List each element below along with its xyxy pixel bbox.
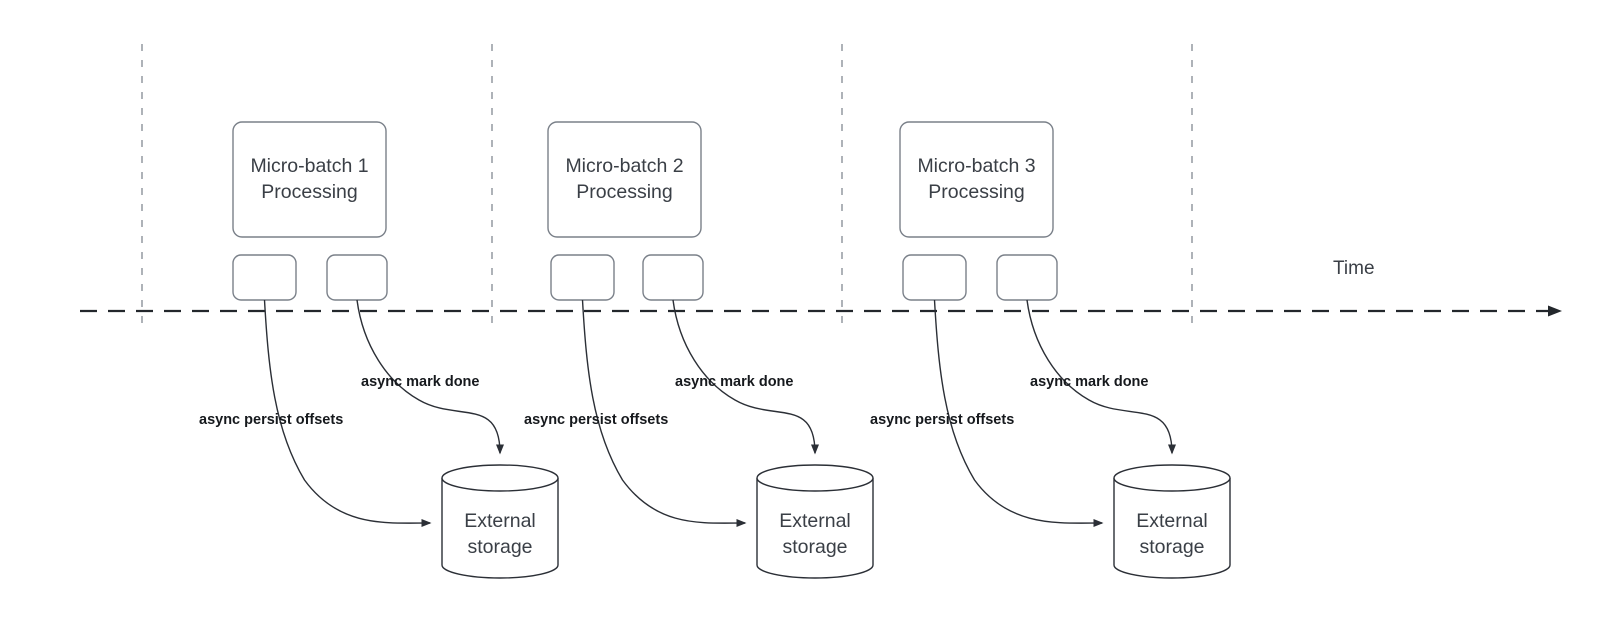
- storage-cylinder-top: [441, 464, 559, 492]
- edge-label-persist-offsets: async persist offsets: [870, 412, 1014, 428]
- task-box-right[interactable]: [326, 254, 388, 301]
- micro-batch-subtitle: Processing: [576, 181, 672, 203]
- micro-batch-title: Micro-batch 2: [565, 155, 683, 177]
- micro-batch-subtitle: Processing: [261, 181, 357, 203]
- micro-batch-process-box[interactable]: [899, 121, 1054, 238]
- async-mark-done-arrow: [672, 299, 819, 455]
- storage-label-line1: External: [1136, 510, 1208, 532]
- async-mark-done-arrow: [356, 299, 504, 455]
- task-box-left[interactable]: [902, 254, 967, 301]
- async-mark-done-arrow: [1026, 299, 1176, 455]
- storage-label-line2: storage: [782, 536, 847, 558]
- storage-cylinder-body[interactable]: [1113, 478, 1231, 579]
- micro-batch-process-box[interactable]: [547, 121, 702, 238]
- time-axis-label: Time: [1333, 258, 1375, 279]
- micro-batch-title: Micro-batch 1: [250, 155, 368, 177]
- async-persist-offsets-arrow: [263, 299, 432, 528]
- edge-label-mark-done: async mark done: [1030, 374, 1148, 390]
- edge-label-persist-offsets: async persist offsets: [524, 412, 668, 428]
- storage-label-line1: External: [779, 510, 851, 532]
- async-persist-offsets-arrow: [581, 299, 747, 528]
- storage-label-line2: storage: [1139, 536, 1204, 558]
- storage-cylinder-top: [756, 464, 874, 492]
- task-box-left[interactable]: [232, 254, 297, 301]
- task-box-right[interactable]: [996, 254, 1058, 301]
- micro-batch-subtitle: Processing: [928, 181, 1024, 203]
- storage-label-line1: External: [464, 510, 536, 532]
- storage-cylinder-body[interactable]: [441, 478, 559, 579]
- edge-label-mark-done: async mark done: [675, 374, 793, 390]
- micro-batch-title: Micro-batch 3: [917, 155, 1035, 177]
- task-box-left[interactable]: [550, 254, 615, 301]
- async-persist-offsets-arrow: [933, 299, 1104, 528]
- micro-batch-process-box[interactable]: [232, 121, 387, 238]
- storage-label-line2: storage: [467, 536, 532, 558]
- storage-cylinder-top: [1113, 464, 1231, 492]
- edge-label-mark-done: async mark done: [361, 374, 479, 390]
- edge-label-persist-offsets: async persist offsets: [199, 412, 343, 428]
- task-box-right[interactable]: [642, 254, 704, 301]
- storage-cylinder-body[interactable]: [756, 478, 874, 579]
